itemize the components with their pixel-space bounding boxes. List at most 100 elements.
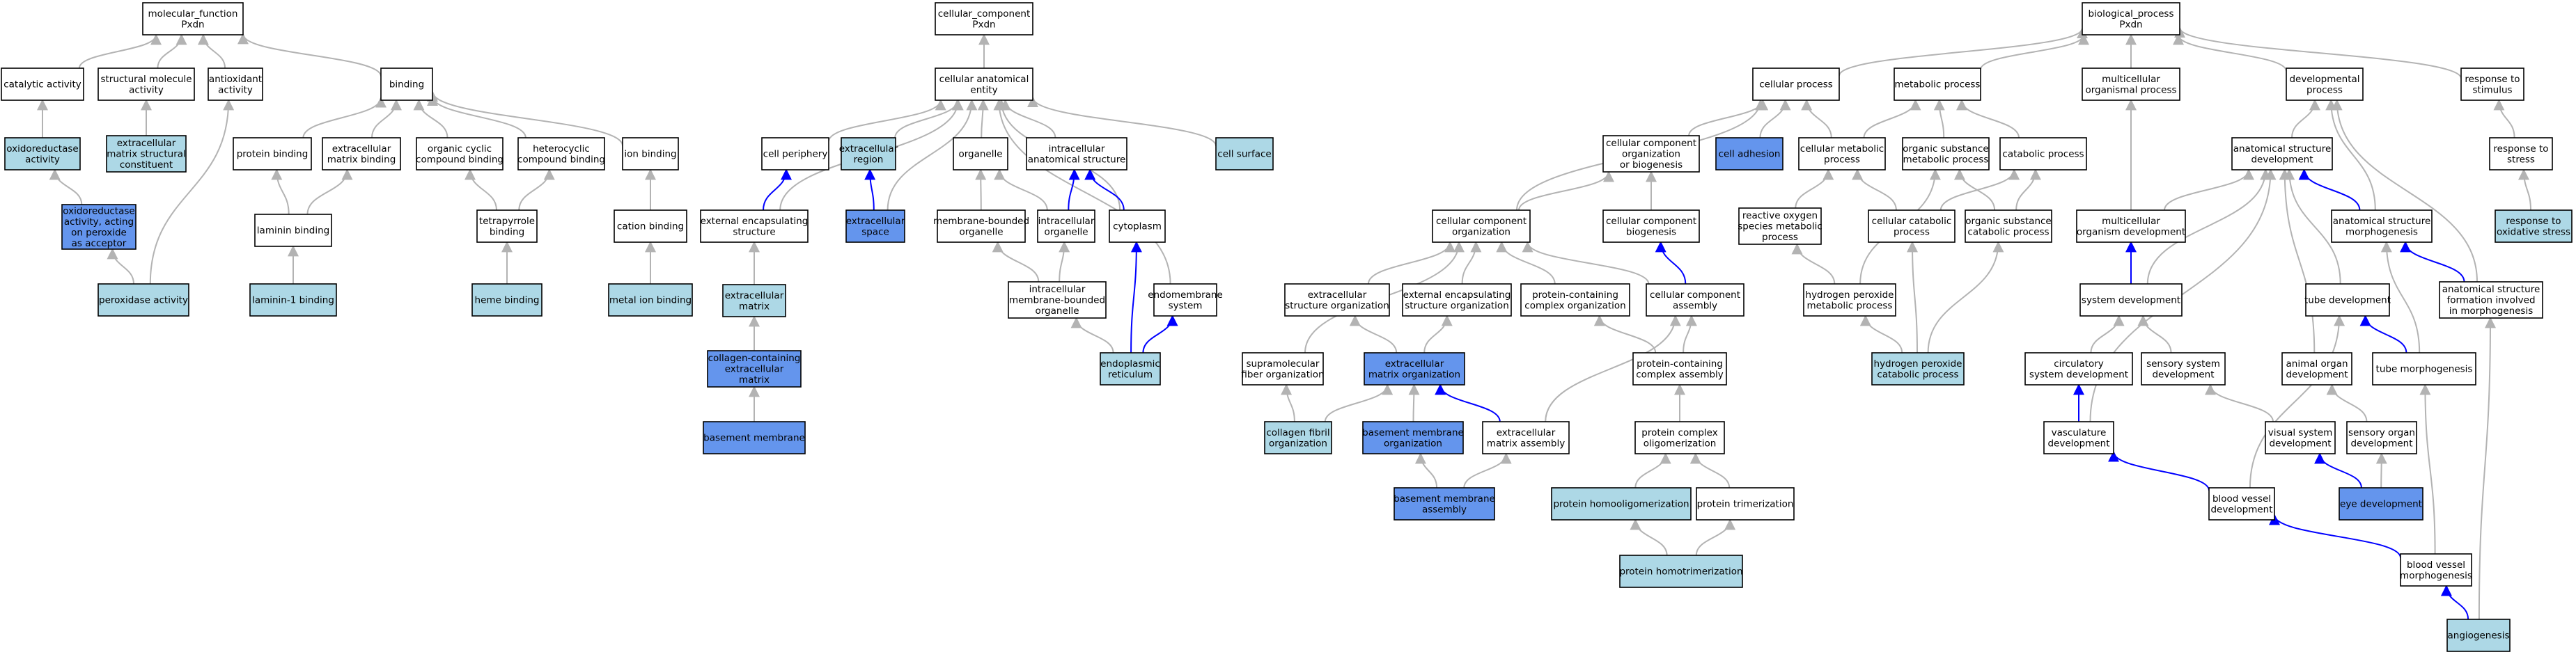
node-label-line: membrane-bounded (933, 216, 1029, 227)
go-term-node-phomotrimer[interactable]: protein homotrimerization (1619, 555, 1743, 588)
node-box (1482, 421, 1570, 454)
go-term-node-angio[interactable]: angiogenesis (2446, 619, 2511, 652)
go-term-node-bm[interactable]: basement membrane (703, 421, 806, 454)
go-term-node-tubemorph[interactable]: tube morphogenesis (2372, 352, 2476, 386)
go-term-node-ionbind[interactable]: ion binding (622, 137, 679, 170)
go-term-node-peroxact[interactable]: peroxidase activity (97, 283, 189, 317)
go-term-node-cellsurf[interactable]: cell surface (1215, 137, 1274, 170)
go-term-node-cytoplasm[interactable]: cytoplasm (1109, 209, 1166, 243)
node-box (2141, 352, 2226, 386)
go-term-node-lambind[interactable]: laminin binding (254, 214, 332, 247)
go-term-node-sysdev[interactable]: system development (2079, 283, 2183, 317)
go-term-node-cellper[interactable]: cell periphery (761, 137, 829, 170)
go-term-node-binding[interactable]: binding (380, 68, 433, 101)
go-term-node-celladh[interactable]: cell adhesion (1715, 137, 1783, 170)
go-term-node-tubedev[interactable]: tube development (2304, 283, 2391, 317)
go-term-node-metalbind[interactable]: metal ion binding (608, 283, 693, 317)
edge-pcassy-to-pco (1593, 315, 1657, 354)
go-term-node-cat[interactable]: catalytic activity (1, 68, 84, 101)
edge-cytoplasm-to-intraas (1084, 168, 1125, 211)
go-term-node-cellproc[interactable]: cellular process (1752, 68, 1840, 101)
go-term-node-protbind[interactable]: protein binding (233, 137, 312, 170)
node-box (2286, 68, 2364, 101)
go-term-node-phomoolig[interactable]: protein homooligomerization (1551, 487, 1692, 521)
go-term-node-eyedev[interactable]: eye development (2339, 487, 2423, 521)
node-label-line: morphogenesis (2400, 570, 2472, 581)
go-term-node-catabproc[interactable]: catabolic process (1999, 137, 2087, 170)
go-term-node-catbind[interactable]: cation binding (614, 209, 687, 243)
go-term-node-organelle[interactable]: organelle (953, 137, 1008, 170)
go-term-node-hemebind[interactable]: heme binding (471, 283, 542, 317)
go-term-node-lam1bind[interactable]: laminin-1 binding (249, 283, 337, 317)
go-term-node-metproc[interactable]: metabolic process (1894, 68, 1981, 101)
node-box (1646, 283, 1744, 317)
node-box (722, 284, 786, 317)
go-term-node-ptrimer[interactable]: protein trimerization (1696, 487, 1795, 521)
